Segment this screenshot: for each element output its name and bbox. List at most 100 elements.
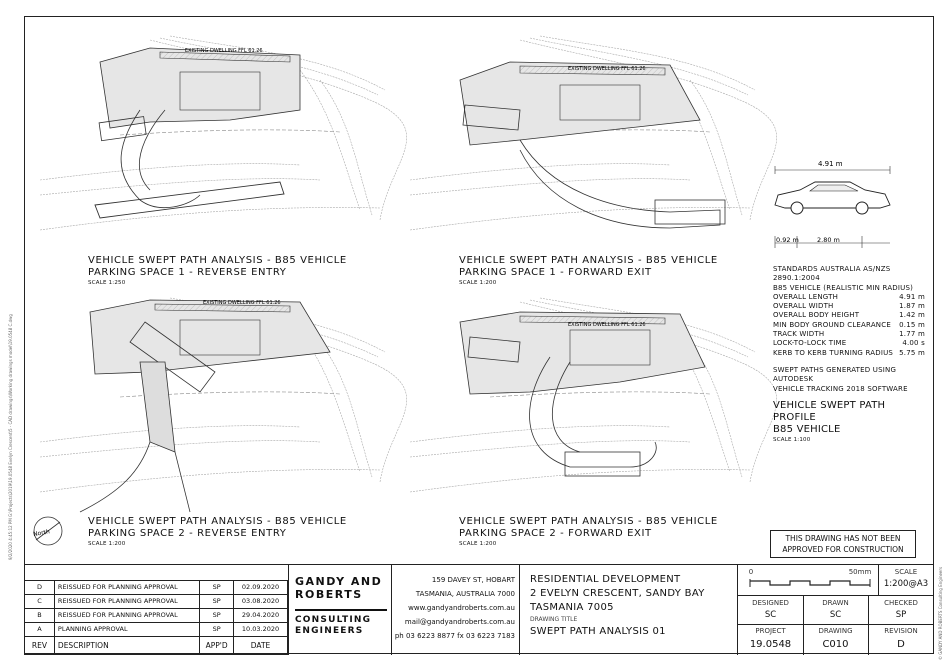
checked-value: SP xyxy=(895,610,907,620)
panel-1-subheading: PARKING SPACE 1 - REVERSE ENTRY xyxy=(88,267,287,278)
header-date: DATE xyxy=(233,635,288,656)
project-number: 19.0548 xyxy=(749,639,792,650)
revision-label: REVISION xyxy=(884,627,918,635)
drawing-number: C010 xyxy=(822,639,849,650)
north-arrow-icon: North xyxy=(33,516,63,546)
panel-3-plan xyxy=(39,297,407,513)
logo-line-1: GANDY AND xyxy=(295,575,383,588)
rev-cell: D xyxy=(24,580,55,595)
spec-label: TRACK WIDTH xyxy=(773,330,825,339)
logo-line-3: CONSULTING xyxy=(295,615,372,625)
spec-value: 1.77 m xyxy=(899,330,925,339)
logo-line-2: ROBERTS xyxy=(295,588,363,601)
appd-cell: SP xyxy=(199,607,235,623)
panel-4-plan xyxy=(409,297,777,493)
spec-label: OVERALL LENGTH xyxy=(773,292,839,301)
company-website: www.gandyandroberts.com.au xyxy=(408,604,515,612)
grid-divider xyxy=(738,595,934,596)
profile-scale: SCALE 1:100 xyxy=(773,436,811,443)
spec-label: OVERALL WIDTH xyxy=(773,302,834,311)
desc-cell: REISSUED FOR PLANNING APPROVAL xyxy=(53,580,201,595)
grid-divider xyxy=(878,565,879,595)
spec-value: 5.75 m xyxy=(899,348,925,357)
panel-3-scale: SCALE 1:200 xyxy=(88,541,126,547)
dwelling-label-2: EXISTING DWELLING FFL 61.26 xyxy=(568,66,646,72)
panel-2-scale: SCALE 1:200 xyxy=(459,280,497,286)
panel-1-heading: VEHICLE SWEPT PATH ANALYSIS - B85 VEHICL… xyxy=(88,255,347,266)
panel-4-subheading: PARKING SPACE 2 - FORWARD EXIT xyxy=(459,528,652,539)
grid-divider xyxy=(738,624,934,625)
spec-label: MIN BODY GROUND CLEARANCE xyxy=(773,320,891,329)
company-email: mail@gandyandroberts.com.au xyxy=(404,618,515,626)
dim-wheelbase: 2.80 m xyxy=(817,236,840,244)
spec-value: 0.15 m xyxy=(899,320,925,329)
project-number-label: PROJECT xyxy=(755,627,786,635)
rev-cell: A xyxy=(24,621,55,637)
drawn-value: SC xyxy=(829,610,842,620)
panel-1-title: VEHICLE SWEPT PATH ANALYSIS - B85 VEHICL… xyxy=(88,255,347,287)
drawing-title-label: DRAWING TITLE xyxy=(530,616,578,623)
company-phone: ph 03 6223 8877 fx 03 6223 7183 xyxy=(394,632,515,640)
panel-3-heading: VEHICLE SWEPT PATH ANALYSIS - B85 VEHICL… xyxy=(88,516,347,527)
file-path-note: 9/2/2020 4:45:12 PM G:\Projects\2019\19.… xyxy=(8,314,13,560)
notice-line-1: THIS DRAWING HAS NOT BEEN xyxy=(785,534,901,543)
designed-label: DESIGNED xyxy=(752,599,789,607)
header-rev: REV xyxy=(24,635,55,656)
desc-cell: REISSUED FOR PLANNING APPROVAL xyxy=(53,593,201,609)
north-label: North xyxy=(33,528,51,538)
specs-vehicle: B85 VEHICLE (REALISTIC MIN RADIUS) xyxy=(773,283,914,292)
panel-2-plan xyxy=(409,35,777,231)
header-appd: APP'D xyxy=(199,635,235,656)
scale-bar-icon xyxy=(749,579,871,587)
date-cell: 29.04.2020 xyxy=(233,607,288,623)
spec-row: OVERALL LENGTH 4.91 m xyxy=(773,293,925,302)
specs-note-2: VEHICLE TRACKING 2018 SOFTWARE xyxy=(773,384,908,393)
scalebar-end: 50mm xyxy=(848,568,872,576)
logo-divider xyxy=(295,609,387,611)
project-line-3: TASMANIA 7005 xyxy=(530,602,614,613)
dwelling-label-4: EXISTING DWELLING FFL 61.26 xyxy=(568,322,646,328)
scale-label: SCALE xyxy=(894,568,918,576)
appd-cell: SP xyxy=(199,593,235,609)
dim-front-overhang: 0.92 m xyxy=(776,236,799,244)
dwelling-label-1: EXISTING DWELLING FFL 61.26 xyxy=(185,48,263,54)
spec-row: MIN BODY GROUND CLEARANCE 0.15 m xyxy=(773,321,925,330)
designed-value: SC xyxy=(764,610,777,620)
panel-2-subheading: PARKING SPACE 1 - FORWARD EXIT xyxy=(459,267,652,278)
spec-label: LOCK-TO-LOCK TIME xyxy=(773,339,847,348)
checked-label: CHECKED xyxy=(884,599,918,607)
address-line-2: TASMANIA, AUSTRALIA 7000 xyxy=(415,590,515,598)
spec-row: TRACK WIDTH 1.77 m xyxy=(773,330,925,339)
specs-note-1: SWEPT PATHS GENERATED USING AUTODESK xyxy=(773,365,897,384)
drawing-number-label: DRAWING xyxy=(818,627,853,635)
project-line-2: 2 EVELYN CRESCENT, SANDY BAY xyxy=(530,588,705,599)
spec-value: 1.42 m xyxy=(899,311,925,320)
date-cell: 03.08.2020 xyxy=(233,593,288,609)
drawing-info-grid: 0 50mm SCALE 1:200@A3 DESIGNED SC DRAWN … xyxy=(738,565,934,655)
drawing-sheet-border xyxy=(24,16,934,654)
rev-cell: B xyxy=(24,607,55,623)
rev-cell: C xyxy=(24,593,55,609)
construction-notice: THIS DRAWING HAS NOT BEEN APPROVED FOR C… xyxy=(770,530,916,558)
panel-1-scale: SCALE 1:250 xyxy=(88,280,126,286)
date-cell: 02.09.2020 xyxy=(233,580,288,595)
specs-standard: STANDARDS AUSTRALIA AS/NZS 2890.1:2004 xyxy=(773,265,891,283)
address-line-1: 159 DAVEY ST, HOBART xyxy=(431,576,515,584)
notice-line-2: APPROVED FOR CONSTRUCTION xyxy=(782,545,904,554)
panel-3-title: VEHICLE SWEPT PATH ANALYSIS - B85 VEHICL… xyxy=(88,516,347,548)
spec-value: 4.91 m xyxy=(899,292,925,301)
appd-cell: SP xyxy=(199,580,235,595)
spec-value: 4.00 s xyxy=(902,339,925,348)
copyright-note: © GANDY AND ROBERTS Consulting Engineers xyxy=(938,566,943,660)
company-logo: GANDY AND ROBERTS CONSULTING ENGINEERS xyxy=(288,565,392,655)
panel-4-scale: SCALE 1:200 xyxy=(459,541,497,547)
logo-text-top: GANDY AND ROBERTS xyxy=(295,575,382,601)
